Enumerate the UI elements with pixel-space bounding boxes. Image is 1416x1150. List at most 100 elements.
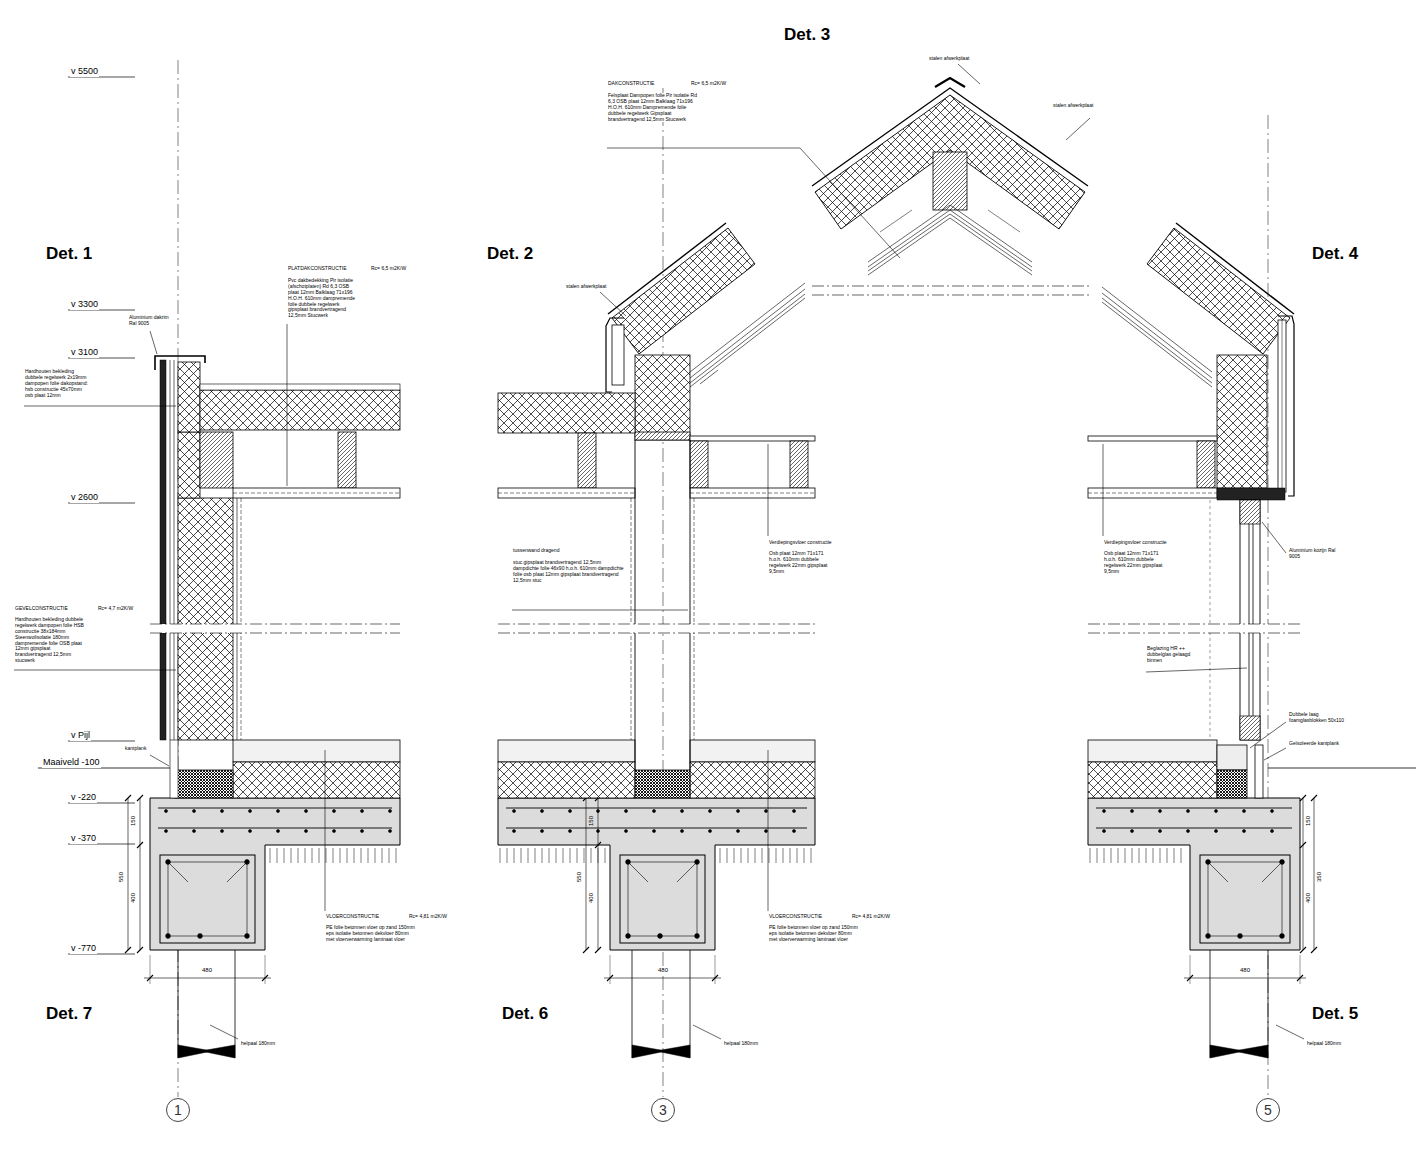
timber-cladding: [160, 360, 166, 740]
annotation: v 3300: [70, 299, 99, 310]
annotation: PE folie betonnen vloer op zand 150mm ep…: [325, 925, 417, 943]
leader-line: [210, 1025, 238, 1039]
ground-hatch: [1139, 848, 1140, 863]
rebar: [681, 810, 684, 813]
ground-hatch: [312, 848, 313, 863]
annotation: Rc= 6,5 m2K/W: [690, 81, 727, 87]
ground-hatch: [549, 848, 550, 863]
rebar: [277, 830, 280, 833]
ceiling-layer: [1088, 493, 1217, 494]
stirrup: [677, 862, 697, 882]
rebar: [1159, 810, 1162, 813]
ridge-cap: [935, 78, 965, 87]
stirrup: [227, 862, 247, 882]
annotation: Rc= 4,81 m2K/W: [851, 914, 891, 920]
ground-hatch: [319, 848, 320, 863]
partition-wall: [690, 440, 691, 770]
annotation: Rc= 6,5 m2K/W: [370, 266, 407, 272]
ground-hatch: [1181, 848, 1182, 863]
pile-marker: [201, 1045, 235, 1058]
battens: [1282, 320, 1283, 492]
pitched-roof-insulation: [612, 228, 755, 354]
rebar: [1131, 810, 1134, 813]
break-mask: [812, 286, 1090, 295]
aluminium-frame: [1240, 500, 1260, 740]
ceiling-layer: [1102, 298, 1212, 383]
rebar: [681, 830, 684, 833]
annotation: Hardhouten bekleding dubbele regelwerk 2…: [24, 369, 92, 398]
battens: [170, 360, 171, 740]
pile-marker: [1234, 1045, 1268, 1058]
ceiling-layer: [498, 488, 635, 498]
dimension-tick: [583, 947, 589, 953]
ceiling-layer: [690, 289, 805, 378]
break-line: [498, 633, 815, 634]
ground-hatch: [396, 848, 397, 863]
annotation: stalen afwerkplaat: [1052, 103, 1094, 109]
rafter-line: [880, 210, 912, 232]
ground-hatch: [1125, 848, 1126, 863]
floor-insulation: [1088, 762, 1217, 798]
rebar: [506, 828, 807, 829]
dimension-line: [1303, 798, 1304, 950]
ground-hatch: [270, 848, 271, 863]
rebar: [158, 808, 392, 809]
dimension-line: [128, 798, 129, 950]
roof-edge-trim: [155, 356, 205, 370]
partition-board: [694, 498, 695, 740]
ground-hatch: [291, 848, 292, 863]
dimension-line: [1184, 978, 1306, 979]
dimension-tick: [137, 947, 143, 953]
floor-insulation: [498, 762, 635, 798]
rebar: [1215, 830, 1218, 833]
break-mask: [1088, 624, 1300, 633]
detail-title: Det. 7: [45, 1004, 93, 1024]
inner-board: [241, 498, 242, 740]
break-mask: [150, 624, 400, 633]
rebar: [158, 828, 392, 829]
stirrup: [160, 855, 255, 943]
ceiling-layer: [1102, 287, 1212, 372]
annotation: Maaiveld -100: [42, 757, 101, 768]
stirrup: [620, 855, 705, 943]
rebar: [277, 810, 280, 813]
rebar: [333, 830, 336, 833]
annotation: kantplank: [124, 746, 147, 752]
rebar: [626, 860, 631, 865]
level-line: [68, 358, 135, 359]
ground-level-line: [38, 768, 172, 769]
dimension-text: 150: [588, 815, 595, 827]
annotation: Aluminium dakrim Ral 9005: [128, 315, 176, 327]
partition-board: [631, 498, 632, 740]
pile-marker: [656, 1045, 690, 1058]
ground-hatch: [368, 848, 369, 863]
annotation: Verdiepingsvloer constructie: [1103, 540, 1168, 546]
rebar: [626, 934, 631, 939]
annotation: tussenwand dragend: [512, 548, 560, 554]
ground-hatch: [542, 848, 543, 863]
rebar: [765, 810, 768, 813]
break-line: [812, 286, 1090, 287]
annotation: helpaal 180mm: [1306, 1041, 1342, 1047]
axis-number: 3: [659, 1103, 667, 1117]
annotation: Osb plaat 12mm 71x171 h.o.h. 610mm dubbe…: [1103, 551, 1167, 575]
rebar: [625, 830, 628, 833]
ground-hatch: [570, 848, 571, 863]
ground-hatch: [762, 848, 763, 863]
leader-line: [24, 406, 176, 407]
annotation: v Pijl: [70, 730, 91, 741]
leader-line: [1264, 748, 1286, 760]
ceiling-layer: [690, 294, 805, 383]
annotation: stuc gipsplaat brandvertragend 12,5mm da…: [512, 560, 629, 584]
screed-layer: [1088, 740, 1217, 762]
dimension-tick: [1311, 795, 1317, 801]
rebar: [653, 830, 656, 833]
ground-hatch: [500, 848, 501, 863]
ceiling-layer: [700, 370, 718, 384]
rebar: [1271, 810, 1274, 813]
break-line: [1088, 624, 1300, 625]
insulated-edge-plank: [1255, 745, 1263, 798]
